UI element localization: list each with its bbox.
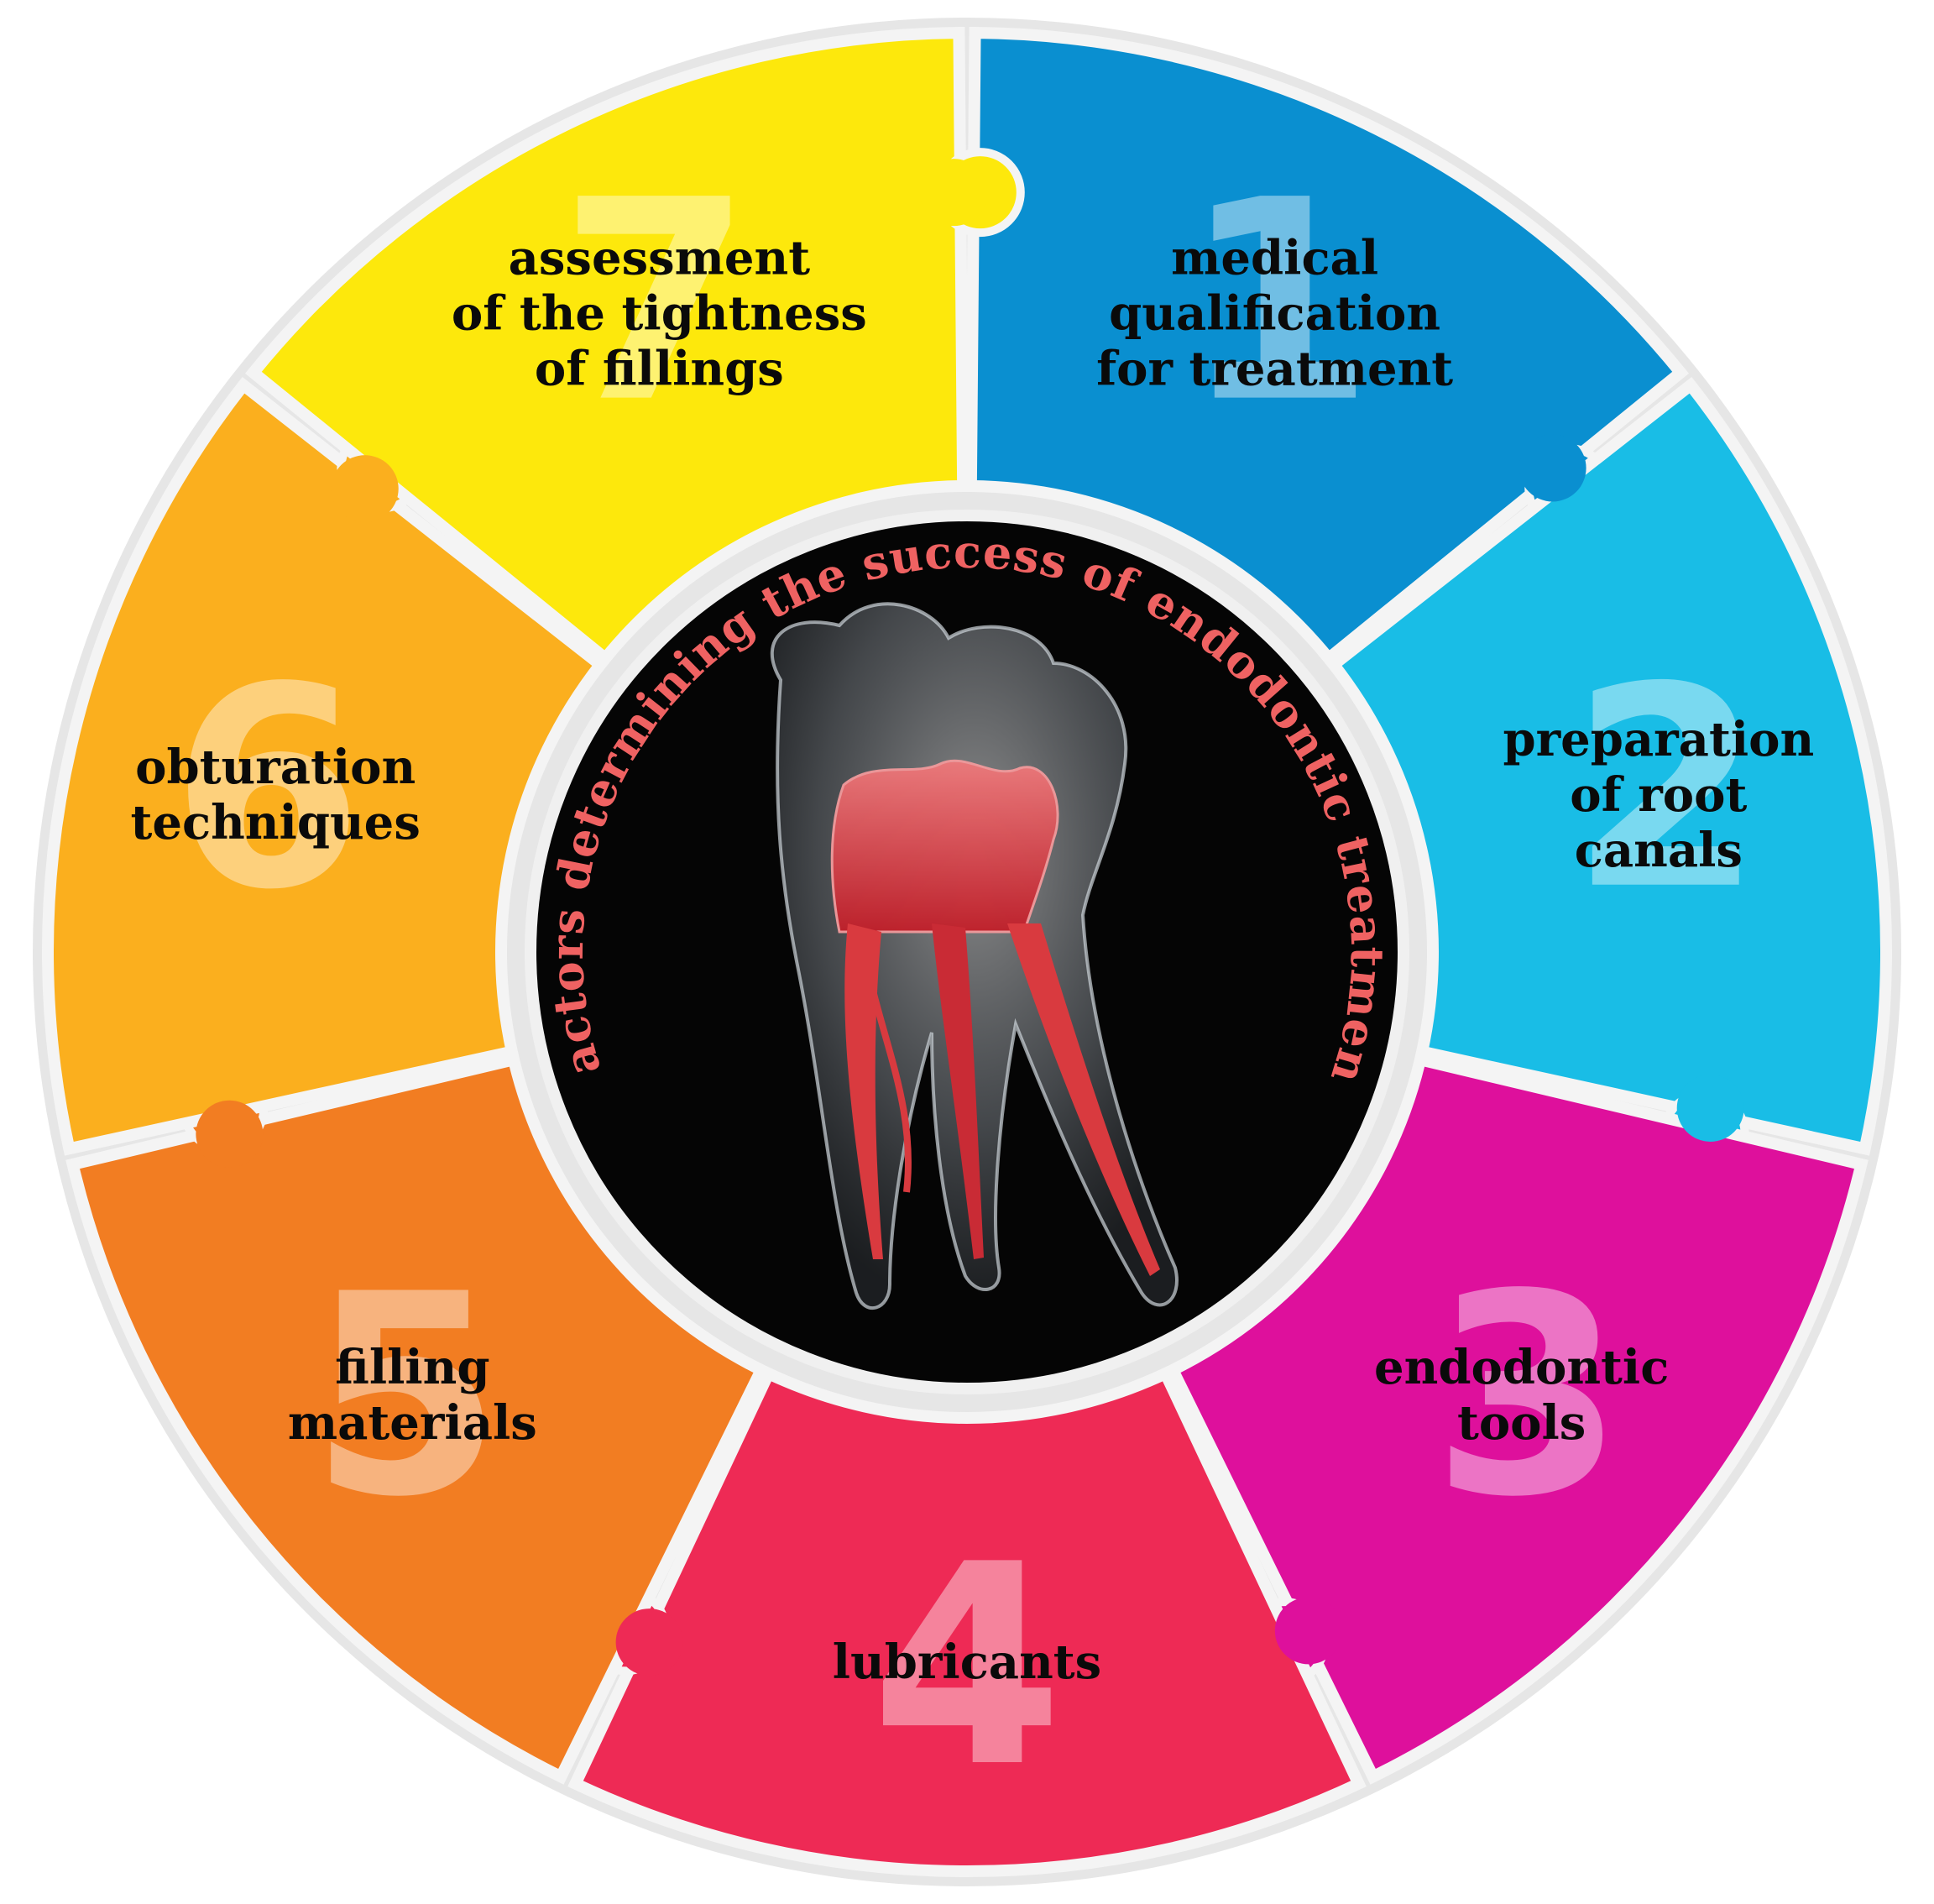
segment-3-label-line: tools <box>1457 1395 1586 1451</box>
segment-4-number: 4 <box>870 1505 1064 1828</box>
segment-3-label-line: endodontic <box>1374 1340 1669 1395</box>
tooth-root-canal-middle <box>932 923 984 1259</box>
segment-5-label-line: filling <box>335 1340 489 1395</box>
segment-6-label-line: obturation <box>135 740 416 795</box>
segment-5-tab-join <box>196 1100 264 1168</box>
segment-6-number: 6 <box>171 628 364 950</box>
segment-1-label-line: for treatment <box>1096 342 1453 397</box>
segment-3-number: 3 <box>1432 1235 1625 1557</box>
segment-7-number: 7 <box>559 141 752 463</box>
segment-6-label-line: techniques <box>131 795 421 850</box>
segment-6-shape <box>42 376 609 1156</box>
segment-2-label-line: of root <box>1570 767 1747 823</box>
segment-2-label-line: canals <box>1575 823 1743 878</box>
segment-5-number: 5 <box>310 1235 503 1557</box>
segment-1-number: 1 <box>1182 141 1375 463</box>
segment-6-tab-join <box>331 455 399 523</box>
segment-2-label-line: preparation <box>1503 712 1814 767</box>
segment-3-shape <box>1164 1052 1869 1785</box>
tooth-root-canal-left <box>844 923 883 1259</box>
segment-7-label-line: assessment <box>509 231 811 286</box>
segment-4-label-line: lubricants <box>833 1635 1101 1690</box>
tooth-root-canal-right <box>1007 923 1160 1276</box>
segment-7-shape <box>245 26 970 667</box>
segment-1-label-line: qualification <box>1109 286 1440 342</box>
segment-4-shape <box>567 1365 1367 1877</box>
segment-5-shape <box>65 1052 770 1785</box>
segment-7-tab-join <box>920 159 988 227</box>
segment-1-shape <box>964 26 1689 667</box>
segment-4-label: lubricants <box>833 1635 1101 1690</box>
segment-1-label-line: medical <box>1171 231 1378 286</box>
tooth-pulp-chamber <box>830 759 1059 934</box>
segment-4-tab-join <box>615 1608 683 1676</box>
segment-3-tab-join <box>1274 1597 1342 1665</box>
segment-2-number: 2 <box>1571 628 1764 950</box>
segment-2-tab-join <box>1676 1074 1744 1142</box>
segment-7-label-line: of fillings <box>535 342 784 397</box>
segment-1-tab-join <box>1518 434 1586 502</box>
tooth-root-canal-branch <box>870 990 912 1193</box>
tooth-illustration <box>770 602 1179 1310</box>
segment-2-shape <box>1325 376 1892 1156</box>
segment-5-label-line: materials <box>288 1395 537 1451</box>
segment-7-label-line: of the tightness <box>452 286 867 342</box>
